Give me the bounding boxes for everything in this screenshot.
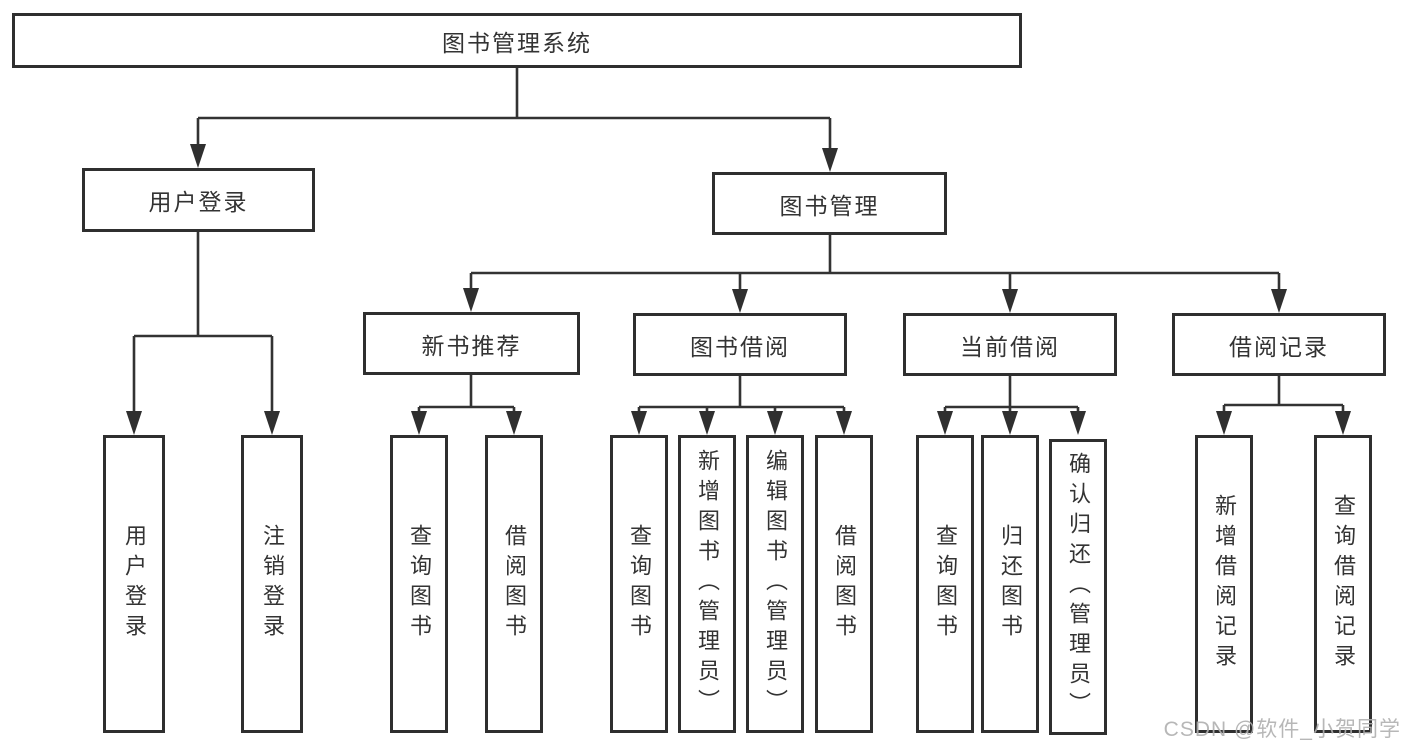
node-label: 确认归还（管理员）	[1066, 452, 1091, 722]
node-label: 借阅记录	[1229, 333, 1329, 360]
node-current-borrowing: 当前借阅	[903, 313, 1117, 376]
arrowheads	[126, 144, 1351, 435]
leaf-borrow-books: 借阅图书	[815, 435, 873, 733]
csdn-watermark: CSDN @软件_小贺同学	[1163, 718, 1401, 741]
leaf-borrow-books-recommend: 借阅图书	[485, 435, 543, 733]
node-label: 查询图书	[627, 524, 652, 644]
node-label: 当前借阅	[960, 333, 1060, 360]
node-label: 用户登录	[122, 524, 147, 644]
leaf-edit-book-admin: 编辑图书（管理员）	[746, 435, 804, 733]
node-label: 图书管理	[779, 192, 880, 219]
leaf-add-borrow-record: 新增借阅记录	[1195, 435, 1253, 733]
node-label: 借阅图书	[832, 524, 857, 644]
leaf-user-login: 用户登录	[103, 435, 165, 733]
node-user-login: 用户登录	[82, 168, 315, 232]
node-label: 查询图书	[407, 524, 432, 644]
leaf-query-borrow-record: 查询借阅记录	[1314, 435, 1372, 733]
node-label: 用户登录	[148, 189, 249, 215]
node-book-management-system: 图书管理系统	[12, 13, 1022, 68]
leaf-confirm-return-admin: 确认归还（管理员）	[1049, 439, 1107, 735]
node-book-management: 图书管理	[712, 172, 947, 235]
node-label: 查询图书	[933, 524, 958, 644]
node-label: 图书借阅	[690, 333, 790, 360]
node-label: 新增图书（管理员）	[695, 449, 720, 719]
node-label: 归还图书	[998, 524, 1023, 644]
leaf-query-books-recommend: 查询图书	[390, 435, 448, 733]
node-label: 新增借阅记录	[1212, 494, 1237, 674]
node-label: 查询借阅记录	[1331, 494, 1356, 674]
leaf-query-books-current: 查询图书	[916, 435, 974, 733]
node-label: 编辑图书（管理员）	[763, 449, 788, 719]
node-new-book-recommend: 新书推荐	[363, 312, 580, 375]
leaf-logout: 注销登录	[241, 435, 303, 733]
leaf-query-books-borrowing: 查询图书	[610, 435, 668, 733]
node-label: 新书推荐	[421, 332, 522, 359]
leaf-return-books: 归还图书	[981, 435, 1039, 733]
node-book-borrowing: 图书借阅	[633, 313, 847, 376]
node-label: 图书管理系统	[442, 29, 592, 56]
leaf-add-book-admin: 新增图书（管理员）	[678, 435, 736, 733]
node-label: 注销登录	[260, 524, 285, 644]
node-borrowing-records: 借阅记录	[1172, 313, 1386, 376]
node-label: 借阅图书	[502, 524, 527, 644]
